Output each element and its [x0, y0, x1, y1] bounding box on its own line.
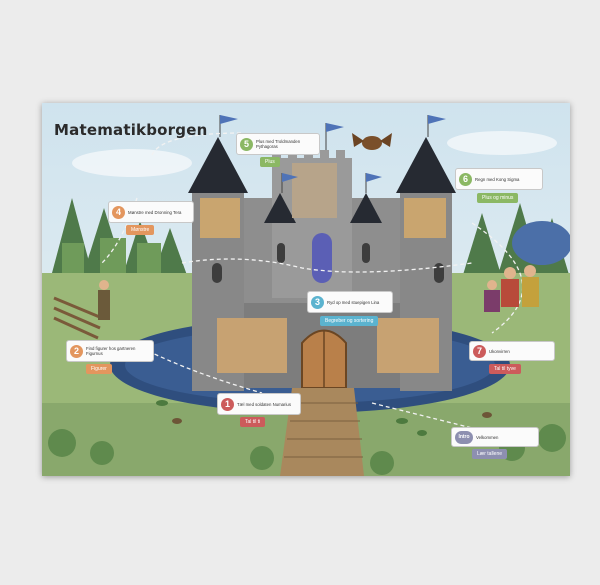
station-4-label[interactable]: Mønstre [126, 225, 155, 235]
station-3-number: 3 [311, 295, 324, 309]
poster: Matematikborgen 5 Plus med Troldmanden P… [42, 103, 570, 476]
intro-number: Intro [455, 430, 473, 444]
intro-text: Velkommen [476, 434, 499, 440]
station-6-number: 6 [459, 172, 472, 186]
station-7-card[interactable]: 7 Ukonvirren [469, 341, 555, 361]
station-6-text: Regn med Kong Sigma [475, 176, 520, 182]
station-5-text: Plus med Troldmanden Pythagoras [256, 139, 301, 149]
castle-illustration [42, 103, 570, 476]
station-4-card[interactable]: 4 Mønstre med Dronning Tera [108, 201, 194, 223]
station-1-label[interactable]: Tal til ti [240, 417, 266, 427]
intro-label[interactable]: Lær tallene [472, 449, 508, 459]
flag-icon [219, 115, 446, 193]
station-2-label[interactable]: Figurer [86, 364, 112, 374]
station-6-card[interactable]: 6 Regn med Kong Sigma [455, 168, 543, 190]
station-1-card[interactable]: 1 Tæl med soldaten Numarius [217, 393, 301, 415]
owl-icon [352, 133, 392, 150]
page-title: Matematikborgen [54, 121, 208, 139]
station-1-text: Tæl med soldaten Numarius [237, 401, 291, 407]
station-5-label[interactable]: Plus [260, 157, 280, 167]
station-2-number: 2 [70, 344, 83, 358]
station-7-label[interactable]: Tal til tyve [489, 364, 521, 374]
intro-card[interactable]: Intro Velkommen [451, 427, 539, 447]
station-3-text: Ryd op med stuepigen Lina [327, 299, 380, 305]
station-5-card[interactable]: 5 Plus med Troldmanden Pythagoras [236, 133, 320, 155]
station-2-text: Find figurer hos gartneren Figurnus [86, 346, 136, 356]
station-1-number: 1 [221, 397, 234, 411]
station-4-number: 4 [112, 205, 125, 219]
station-4-text: Mønstre med Dronning Tera [128, 209, 182, 215]
station-3-label[interactable]: Begreber og sortering [320, 316, 379, 326]
station-3-card[interactable]: 3 Ryd op med stuepigen Lina [307, 291, 393, 313]
station-7-text: Ukonvirren [489, 348, 510, 354]
station-2-card[interactable]: 2 Find figurer hos gartneren Figurnus [66, 340, 154, 362]
station-6-label[interactable]: Plus og minus [477, 193, 519, 203]
station-5-number: 5 [240, 137, 253, 151]
station-7-number: 7 [473, 344, 486, 358]
